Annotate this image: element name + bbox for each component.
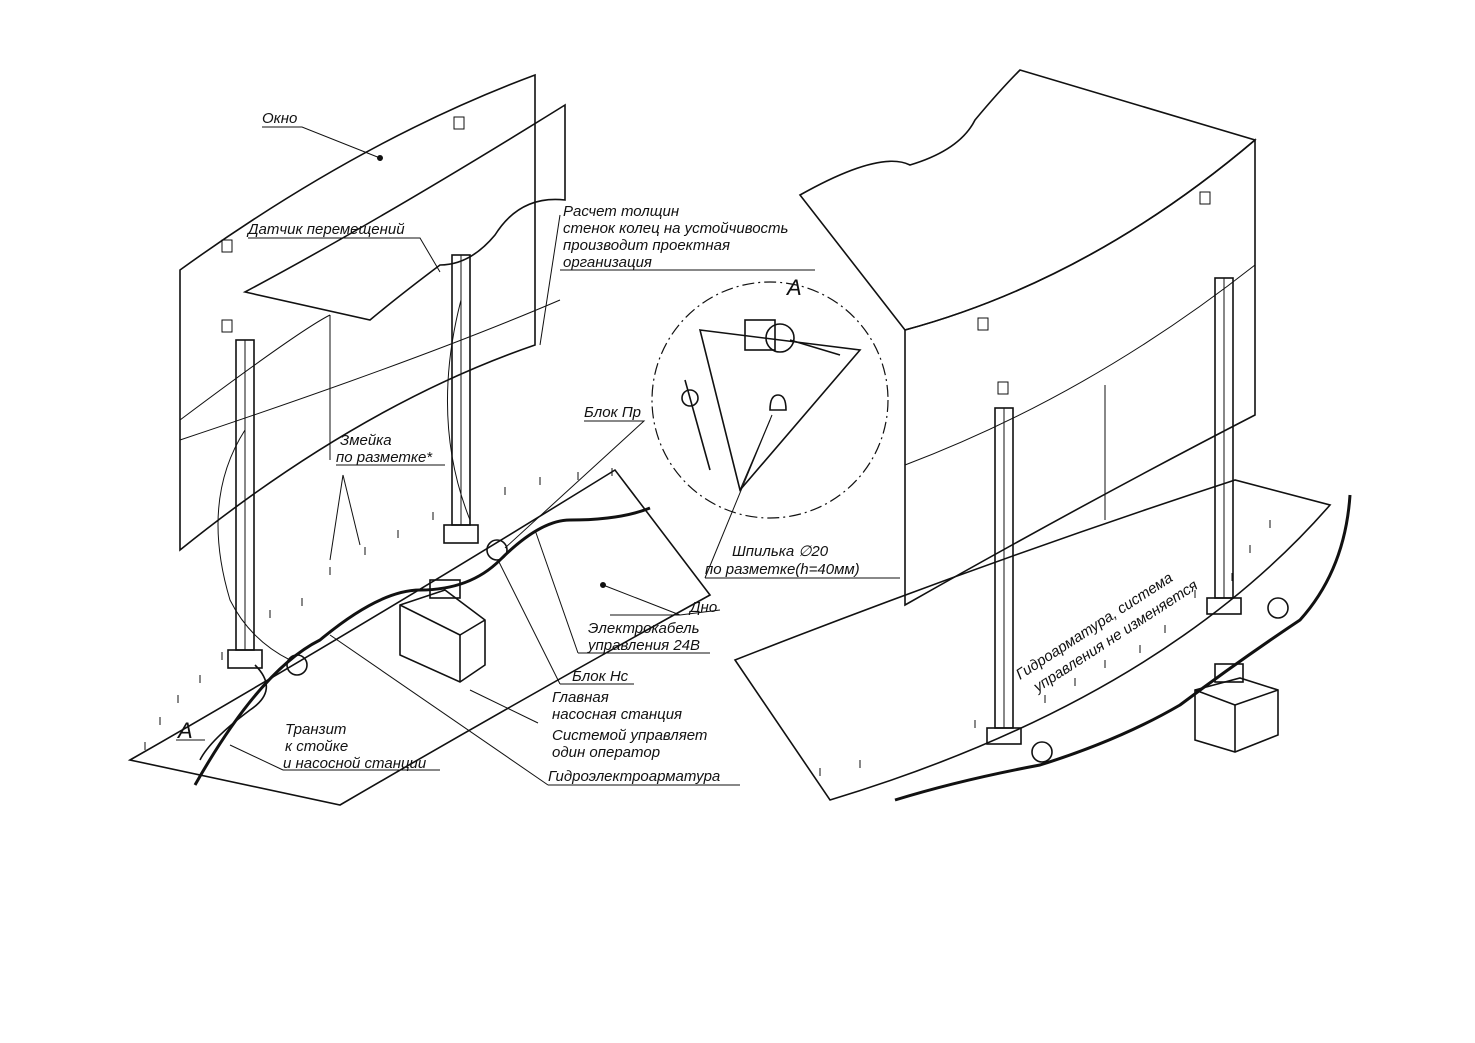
label-dno: Дно [688,599,717,616]
block-nc-right-2 [1267,597,1289,619]
label-view-a: А [785,275,802,300]
label-section-a: А [176,718,193,743]
label-shpilka-1: Шпилька ∅20 [732,543,829,560]
label-elektrokabel-2: управления 24В [587,637,700,654]
right-cable [894,494,1352,802]
label-glavnaya-2: насосная станция [552,706,682,723]
label-sistemoy-1: Системой управляет [552,727,707,744]
label-gidroarmatura-1: Гидроарматура, система [1013,569,1176,683]
label-okno: Окно [262,110,297,127]
right-assembly [733,69,1352,802]
label-gidroelektro: Гидроэлектроарматура [548,768,720,785]
label-zmeyka-2: по разметке* [336,449,433,466]
block-nc-left [286,654,308,676]
right-wall-box [904,138,1256,607]
label-raschet-3: производит проектная [563,237,730,254]
label-tranzit-1: Транзит [285,721,346,738]
label-elektrokabel-1: Электрокабель [588,620,700,637]
detail-view-a [651,281,889,519]
label-sistemoy-2: один оператор [552,744,660,761]
block-pr [486,539,508,561]
label-shpilka-2: по разметке(h=40мм) [705,561,860,578]
right-pump-station [1194,663,1279,753]
label-datchik: Датчик перемещений [246,221,405,238]
main-pump-station [399,579,486,683]
left-assembly [127,73,712,806]
right-roof [798,69,1257,331]
right-floor [733,479,1332,801]
label-raschet-1: Расчет толщин [563,203,679,220]
left-wall-panel [179,73,536,552]
label-zmeyka-1: Змейка [340,432,392,449]
label-raschet-4: организация [563,254,652,271]
window-sheet [242,103,566,321]
label-raschet-2: стенок колец на устойчивость [563,220,789,237]
label-tranzit-3: и насосной станции [283,755,427,772]
leader-lines [176,126,900,786]
label-glavnaya-1: Главная [552,689,609,706]
block-nc-right-1 [1031,741,1053,763]
control-cable-24v [193,506,651,786]
label-blok-nc: Блок Нс [572,668,629,685]
label-blok-pr: Блок Пр [584,404,641,421]
label-tranzit-2: к стойке [285,738,348,755]
